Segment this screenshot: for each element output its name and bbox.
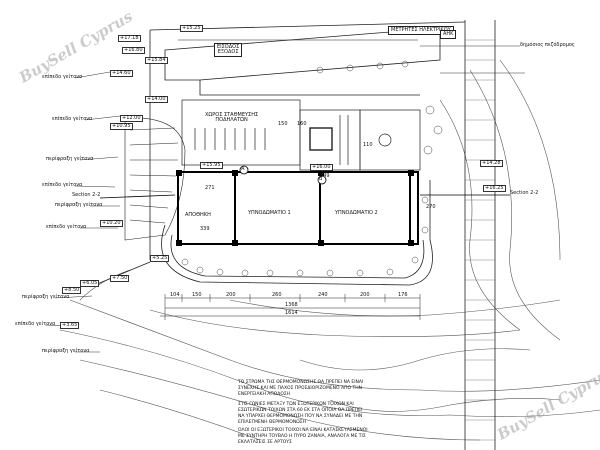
dimension-label: 110 — [363, 142, 373, 148]
dimension-label: 150 — [192, 292, 202, 298]
level-tag: +16.00 — [310, 164, 333, 171]
marker-b: B — [319, 176, 323, 182]
meters-aik-label: ΑΗΚ — [440, 30, 457, 39]
dimension-label: 176 — [398, 292, 408, 298]
dimension-label: 260 — [272, 292, 282, 298]
road-label: δημόσιος πεζόδρομος — [520, 42, 575, 48]
entrance-path — [164, 27, 441, 96]
level-tag: +16.25 — [483, 185, 506, 192]
level-tag: +14.60 — [110, 70, 133, 77]
note-corners: ΣΤΙΣ ΓΩΝΙΕΣ ΜΕΤΑΞΥ ΤΩΝ ΕΞΩΤΕΡΙΚΩΝ ΤΟΙΧΩΝ… — [238, 402, 363, 425]
neighbor-label: επίπεδο γείτονα — [52, 116, 93, 122]
dimension-label: 339 — [200, 226, 210, 232]
building-walls — [177, 171, 419, 245]
road-hatch — [465, 39, 495, 441]
garden-boundary — [161, 180, 433, 286]
dimension-label: 200 — [226, 292, 236, 298]
section-markers — [99, 165, 510, 199]
dimension-label: 104 — [170, 292, 180, 298]
section-left-label: Section 2-2 — [72, 192, 101, 198]
level-tag: +14.00 — [145, 96, 168, 103]
section-right-label: Section 2-2 — [510, 190, 539, 196]
level-tag: +15.95 — [200, 162, 223, 169]
neighbor-label: περίφραξη γείτονα — [46, 156, 94, 162]
neighbor-label: επίπεδο γείτονα — [42, 74, 83, 80]
dimension-label: 1368 — [285, 302, 298, 308]
dimension-label: 150 — [278, 121, 288, 127]
parking-area — [181, 99, 301, 166]
marker-a: A — [241, 166, 245, 172]
garden-planting — [181, 60, 443, 277]
neighbor-label: επίπεδο γείτονα — [42, 182, 83, 188]
level-tag: +12.00 — [120, 115, 143, 122]
dimension-label: 200 — [360, 292, 370, 298]
neighbor-label: περίφραξη γείτονα — [55, 202, 103, 208]
level-tag: +15.25 — [180, 25, 203, 32]
level-tag: +10.20 — [100, 220, 123, 227]
dimension-label: 240 — [318, 292, 328, 298]
wall-columns — [176, 170, 414, 246]
bedroom2-label: ΥΠΝΟΔΩΜΑΤΙΟ 2 — [335, 210, 378, 216]
neighbor-label: επίπεδο γείτονα — [15, 321, 56, 327]
level-tag: +10.95 — [110, 123, 133, 130]
storage-label: ΑΠΟΘΗΚΗ — [185, 212, 211, 218]
dimension-label: 1614 — [285, 310, 298, 316]
note-insulation: ΤΟ ΣΤΡΩΜΑ ΤΗΣ ΘΕΡΜΟΜΟΝΩΣΗΣ ΘΑ ΠΡΕΠΕΙ ΝΑ … — [238, 380, 364, 397]
level-tag: +16.80 — [122, 47, 145, 54]
dimension-label: 349 — [320, 173, 330, 179]
level-tag: +15.84 — [145, 57, 168, 64]
left-stair — [124, 117, 186, 241]
neighbor-label: περίφραξη γείτονα — [22, 294, 70, 300]
neighbor-label: περίφραξη γείτονα — [42, 348, 90, 354]
dimension-label: 271 — [205, 185, 215, 191]
level-tag: +14.28 — [480, 160, 503, 167]
dimension-label: 160 — [297, 121, 307, 127]
level-tag: +8.50 — [62, 287, 82, 294]
leader-lines — [44, 45, 525, 353]
bedroom1-label: ΥΠΝΟΔΩΜΑΤΙΟ 1 — [248, 210, 291, 216]
level-tag: +3.65 — [60, 322, 80, 329]
note-external-walls: ΟΛΟΙ ΟΙ ΕΞΩΤΕΡΙΚΟΙ ΤΟΙΧΟΙ ΝΑ ΕΙΝΑΙ ΚΑΤΑΣ… — [238, 428, 368, 445]
level-tag: +17.18 — [118, 35, 141, 42]
level-tag: +7.50 — [110, 275, 130, 282]
level-tag: +6.05 — [80, 280, 100, 287]
neighbor-label: επίπεδο γείτονα — [46, 224, 87, 230]
contour-lines — [59, 59, 600, 441]
stair-core — [299, 109, 421, 171]
dimension-label: 270 — [426, 204, 436, 210]
level-tag: +5.25 — [150, 255, 170, 262]
dimension-lines — [160, 39, 421, 320]
